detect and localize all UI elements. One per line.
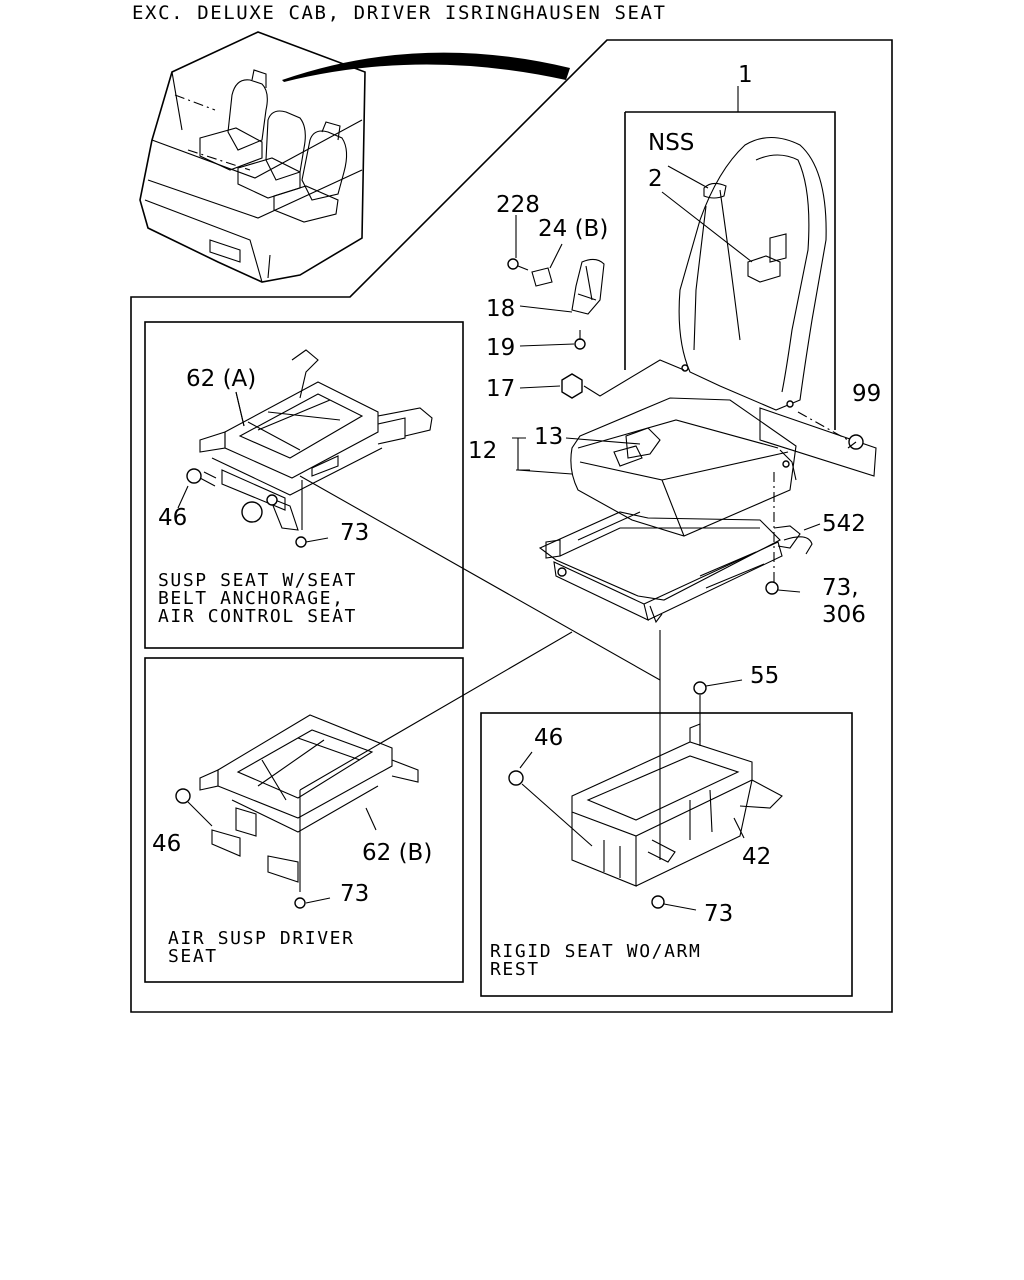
callout-73-306-a: 73, [822,575,859,601]
rigid-seat-base-42 [508,679,783,911]
callout-42: 42 [742,844,772,870]
callout-1: 1 [738,62,753,88]
inset-susp-seat [144,321,464,649]
callout-13: 13 [534,424,564,450]
callout-46-air: 46 [152,831,182,857]
callout-2: 2 [648,166,663,192]
callout-19: 19 [486,335,516,361]
callout-228: 228 [496,192,540,218]
caption-rigid-line2: REST [490,959,540,980]
callout-62a: 62 (A) [186,366,257,392]
caption-susp-line3: AIR CONTROL SEAT [158,606,357,627]
callout-99: 99 [852,381,882,407]
inset-rigid-seat [480,712,853,997]
cab-overview [139,31,570,283]
caption-susp-line1: SUSP SEAT W/SEAT [158,570,357,591]
callout-542: 542 [822,511,866,537]
seat-back [678,136,849,441]
callout-73-rigid: 73 [704,901,734,927]
callout-62b: 62 (B) [362,840,433,866]
seat-slide-rail [538,472,813,624]
diagram-title: EXC. DELUXE CAB, DRIVER ISRINGHAUSEN SEA… [132,2,667,24]
seat-back-frame [624,111,836,430]
hardware-parts [507,215,685,399]
caption-rigid-line1: RIGID SEAT WO/ARM [490,941,702,962]
caption-rigid-seat: RIGID SEAT WO/ARM REST [490,943,701,979]
caption-susp-line2: BELT ANCHORAGE, [158,588,345,609]
callout-18: 18 [486,296,516,322]
caption-susp-seat: SUSP SEAT W/SEAT BELT ANCHORAGE, AIR CON… [158,572,357,626]
callout-nss: NSS [648,130,695,156]
callout-24b: 24 (B) [538,216,609,242]
inset-air-susp-seat [144,657,464,983]
main-frame [130,39,893,1013]
callout-73-306-b: 306 [822,602,866,628]
callout-46-susp: 46 [158,505,188,531]
caption-air-line1: AIR SUSP DRIVER [168,928,355,949]
susp-seat-base-62a [177,349,433,548]
callout-46-rigid: 46 [534,725,564,751]
seat-cushion [570,397,797,537]
callout-12: 12 [468,438,498,464]
caption-air-susp-seat: AIR SUSP DRIVER SEAT [168,930,355,966]
callout-55: 55 [750,663,780,689]
connector-lines [299,475,661,860]
air-susp-base-62b [175,714,419,909]
callout-17: 17 [486,376,516,402]
callout-73-air: 73 [340,881,370,907]
caption-air-line2: SEAT [168,946,218,967]
leader-lines [235,165,857,531]
callout-73-susp: 73 [340,520,370,546]
